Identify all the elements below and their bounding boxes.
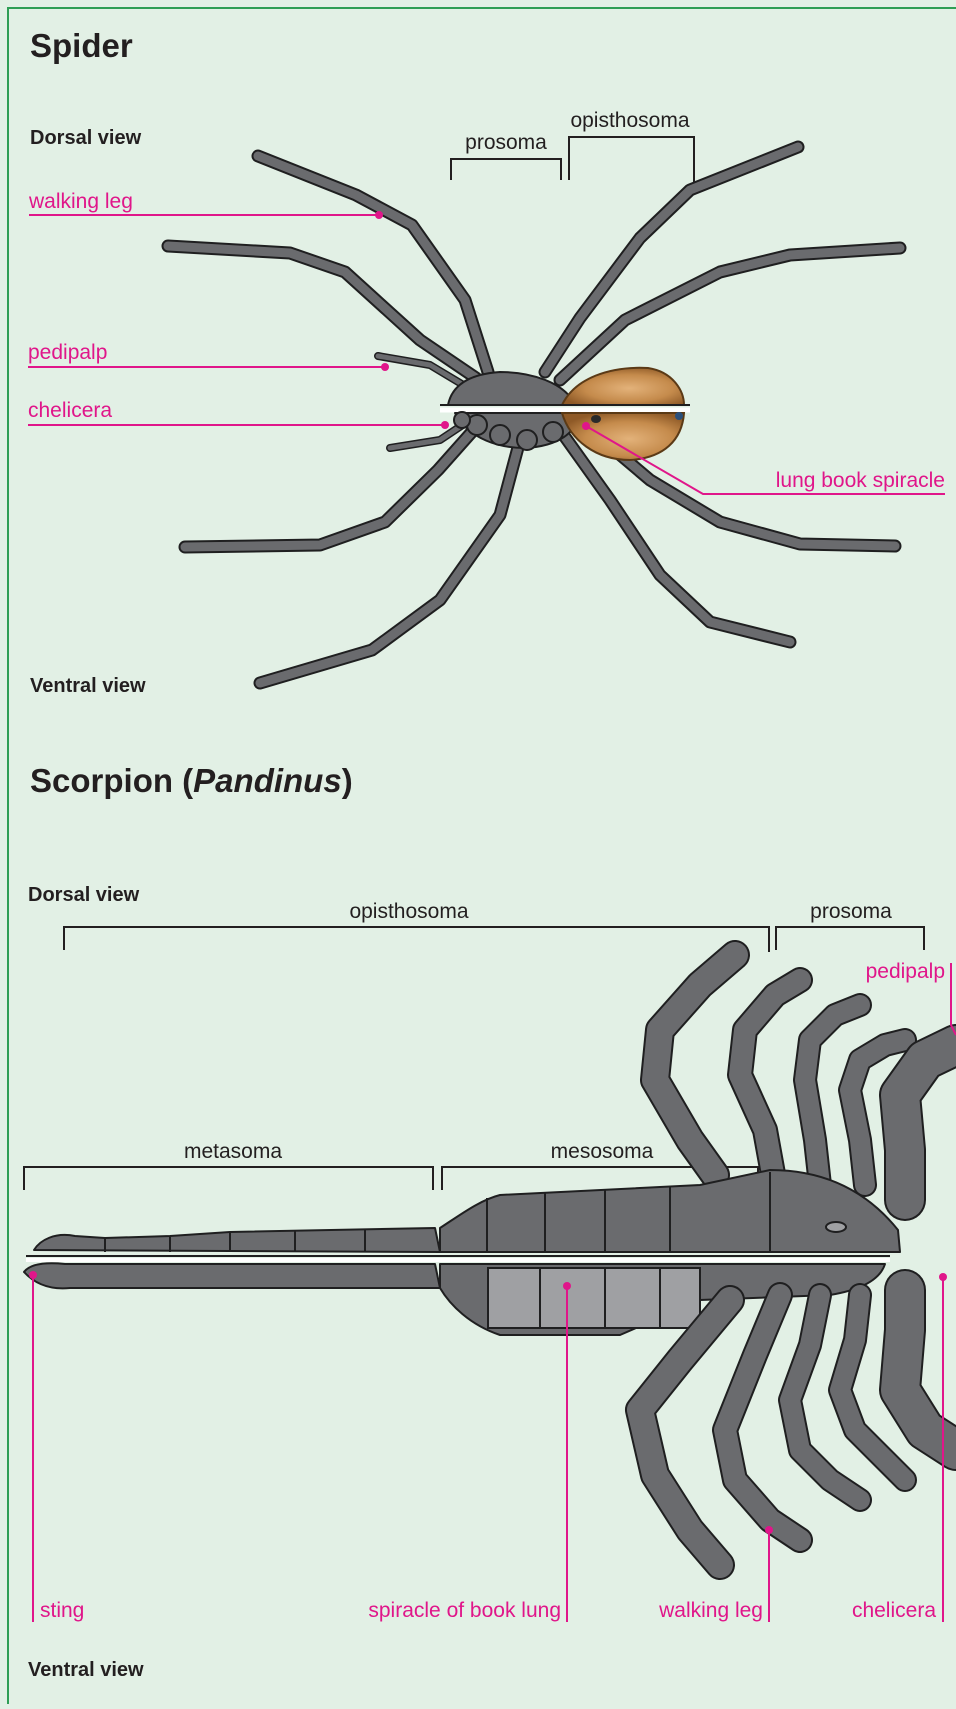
scorpion-title: Scorpion (Pandinus) [30,762,353,799]
scorpion-metasoma-text: metasoma [184,1140,282,1163]
scorpion-dorsal-view-label: Dorsal view [28,884,140,906]
scorpion-sting-label: sting [40,1599,84,1622]
spider-prosoma-text: prosoma [465,131,547,154]
spider-pedipalp-label: pedipalp [28,341,107,364]
scorpion-prosoma-text: prosoma [810,900,892,923]
spider-walking-leg-label: walking leg [28,190,133,213]
spider-lung-book-spiracle-label: lung book spiracle [776,469,945,492]
spider-title: Spider [30,27,133,64]
spider-chelicera-label: chelicera [28,399,112,422]
scorpion-walking-leg-label: walking leg [658,1599,763,1622]
scorpion-chelicera-label: chelicera [852,1599,936,1622]
scorpion-mesosoma-text: mesosoma [551,1140,654,1163]
spider-dorsal-view-label: Dorsal view [30,127,142,149]
scorpion-pedipalp-label: pedipalp [866,960,945,983]
scorpion-opisthosoma-text: opisthosoma [349,900,468,923]
scorpion-ventral-view-label: Ventral view [28,1659,144,1681]
spider-ventral-view-label: Ventral view [30,675,146,697]
spider-opisthosoma-text: opisthosoma [570,109,689,132]
scorpion-spiracle-label: spiracle of book lung [368,1599,561,1622]
